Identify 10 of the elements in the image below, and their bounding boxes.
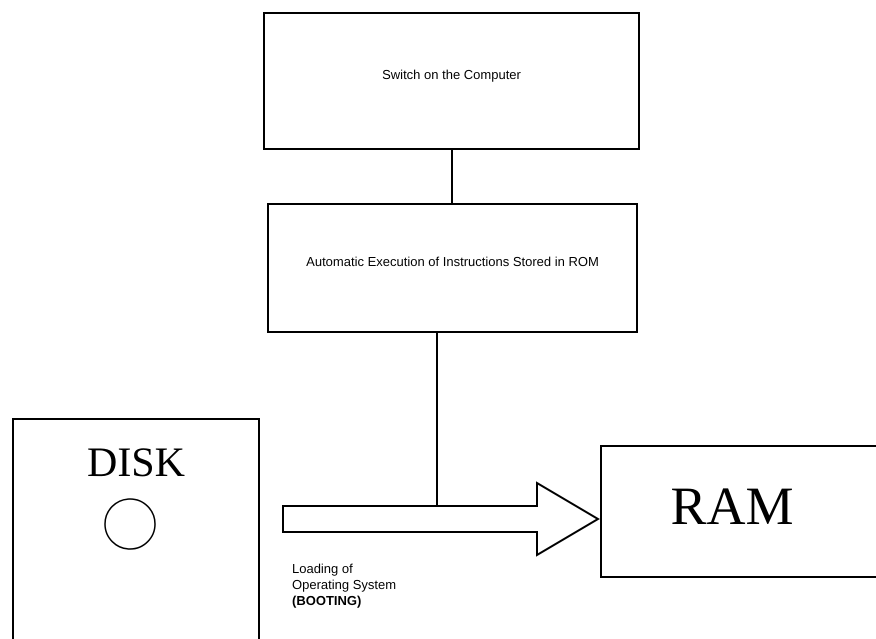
node-text: Automatic Execution of Instructions Stored in ROM <box>305 253 600 270</box>
node-title: DISK <box>86 440 186 486</box>
process-box <box>263 12 640 150</box>
ram-box <box>600 445 876 578</box>
connector-line <box>436 333 438 506</box>
node-title: RAM <box>669 477 795 536</box>
connector-line <box>451 150 453 203</box>
block-arrow <box>282 481 600 557</box>
node-text: Switch on the Computer <box>381 66 522 83</box>
process-box <box>267 203 638 333</box>
